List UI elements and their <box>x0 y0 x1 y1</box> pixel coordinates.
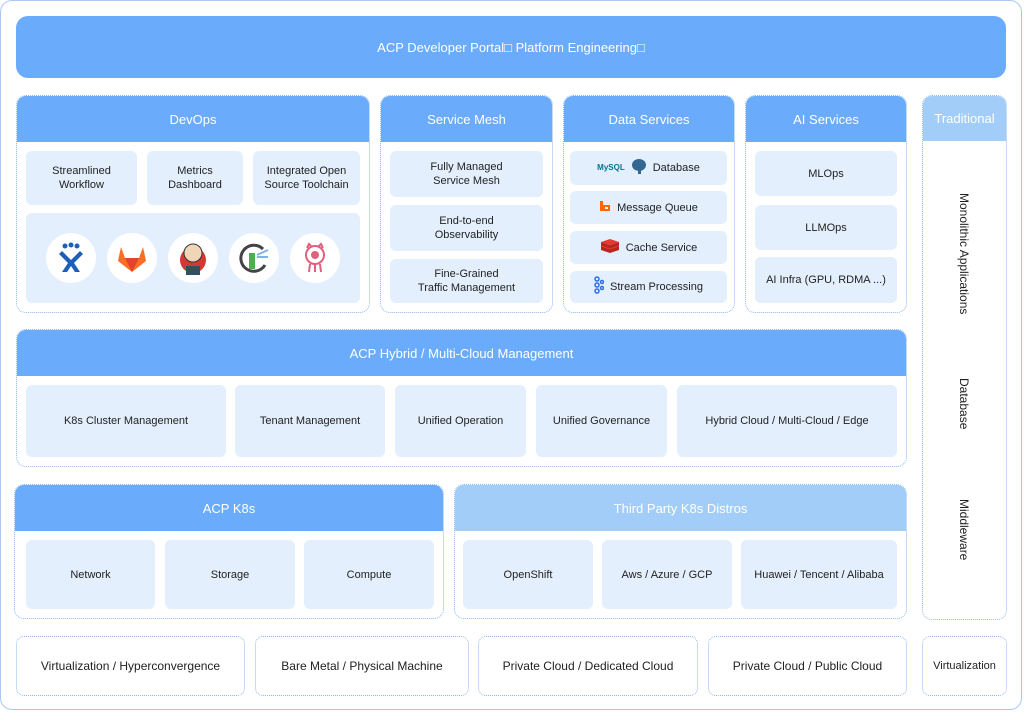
infra-item: Virtualization <box>922 636 1007 696</box>
cache-service-tile: Cache Service <box>570 231 727 264</box>
stream-processing-label: Stream Processing <box>610 281 703 293</box>
infra-item: Bare Metal / Physical Machine <box>255 636 469 696</box>
traditional-item: Monolithic Applications <box>957 193 971 315</box>
message-queue-tile: Message Queue <box>570 191 727 224</box>
acp-k8s-tile: Network <box>26 540 155 609</box>
data-services-header: Data Services <box>564 96 734 142</box>
third-party-tile: OpenShift <box>463 540 593 609</box>
database-tile: MySQL Database <box>570 151 727 185</box>
service-mesh-tile: Fully Managed Service Mesh <box>390 151 543 197</box>
hybrid-tile: Hybrid Cloud / Multi-Cloud / Edge <box>677 385 897 457</box>
devops-header: DevOps <box>17 96 369 142</box>
stream-processing-tile: Stream Processing <box>570 271 727 303</box>
traditional-header: Traditional <box>923 96 1006 141</box>
hybrid-cloud-header: ACP Hybrid / Multi-Cloud Management <box>17 330 906 376</box>
third-party-tile: Aws / Azure / GCP <box>602 540 732 609</box>
postgresql-icon <box>631 158 647 178</box>
ai-services-header: AI Services <box>746 96 906 142</box>
kafka-icon <box>594 276 605 298</box>
traditional-item: Middleware <box>957 499 971 561</box>
acp-k8s-tile: Compute <box>304 540 434 609</box>
hybrid-tile: Unified Operation <box>395 385 526 457</box>
acp-k8s-header: ACP K8s <box>15 485 443 531</box>
hybrid-tile: K8s Cluster Management <box>26 385 226 457</box>
gitlab-icon <box>107 233 157 283</box>
hybrid-tile: Unified Governance <box>536 385 667 457</box>
third-party-tile: Huawei / Tencent / Alibaba <box>741 540 897 609</box>
cache-service-label: Cache Service <box>625 241 698 254</box>
devops-tile: Metrics Dashboard <box>147 151 243 205</box>
argo-icon <box>290 233 340 283</box>
service-mesh-tile: Fine-Grained Traffic Management <box>390 259 543 303</box>
hybrid-tile: Tenant Management <box>235 385 385 457</box>
jira-icon <box>46 233 96 283</box>
ai-tile: LLMOps <box>755 205 897 250</box>
devops-tile: Integrated Open Source Toolchain <box>253 151 360 205</box>
acp-k8s-tile: Storage <box>165 540 295 609</box>
message-queue-label: Message Queue <box>617 201 698 214</box>
traditional-item: Database <box>957 378 971 430</box>
service-mesh-header: Service Mesh <box>381 96 552 142</box>
rabbitmq-icon <box>599 200 611 216</box>
toolchain-logos <box>26 213 360 303</box>
third-party-k8s-header: Third Party K8s Distros <box>455 485 906 531</box>
traditional-panel: Traditional <box>922 95 1007 620</box>
infra-item: Private Cloud / Public Cloud <box>708 636 907 696</box>
jenkins-icon <box>168 233 218 283</box>
developer-portal-banner: ACP Developer Portal□ Platform Engineeri… <box>16 16 1006 78</box>
redis-icon <box>600 238 620 258</box>
sonarqube-icon <box>229 233 279 283</box>
service-mesh-tile: End-to-end Observability <box>390 205 543 251</box>
infra-item: Private Cloud / Dedicated Cloud <box>478 636 698 696</box>
ai-tile: AI Infra (GPU, RDMA ...) <box>755 257 897 303</box>
database-label: Database <box>652 162 700 174</box>
devops-tile: Streamlined Workflow <box>26 151 137 205</box>
ai-tile: MLOps <box>755 151 897 196</box>
infra-item: Virtualization / Hyperconvergence <box>16 636 245 696</box>
mysql-icon: MySQL <box>597 163 625 172</box>
